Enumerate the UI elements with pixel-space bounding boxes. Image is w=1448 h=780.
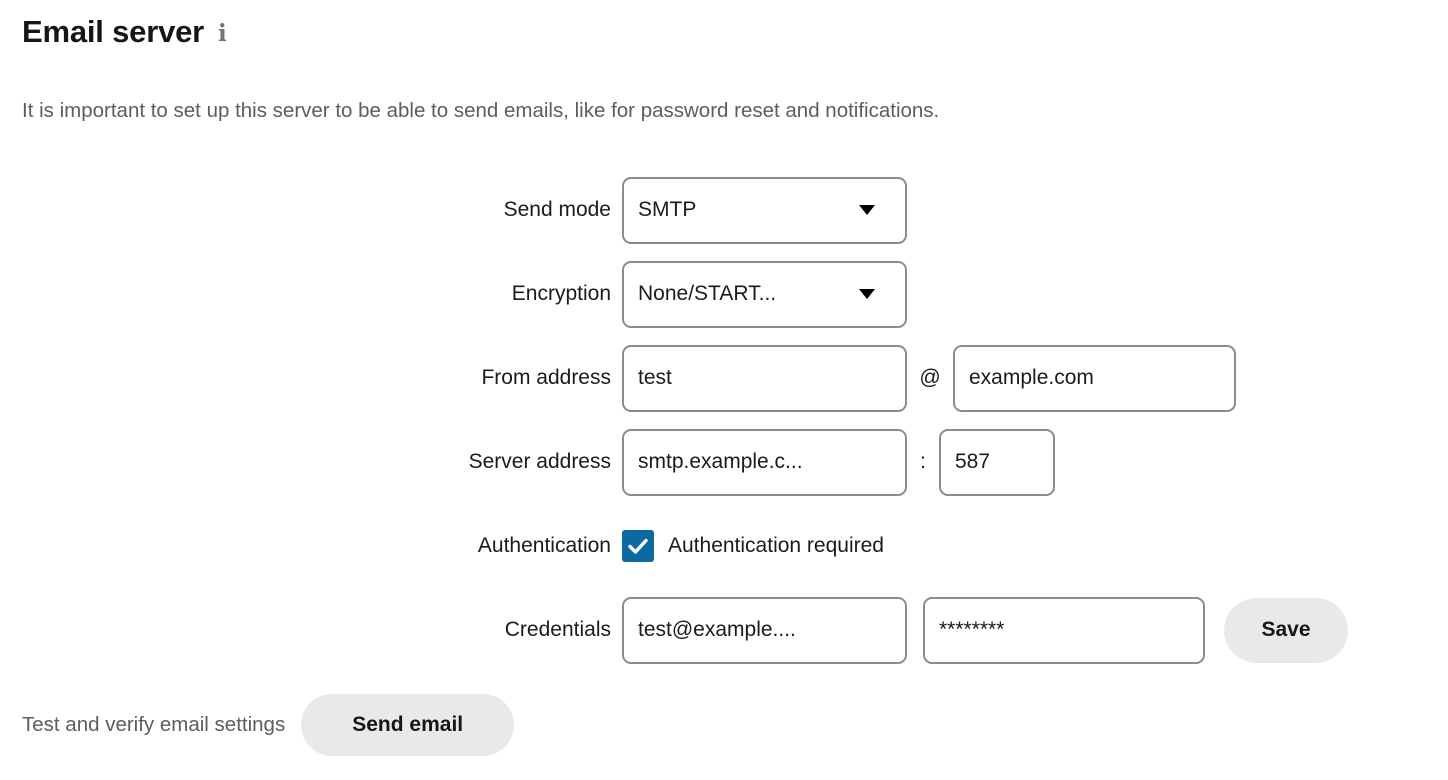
send-mode-value: SMTP — [638, 198, 697, 221]
form-row-send-mode: Send mode SMTP — [0, 168, 1448, 252]
label-from-address: From address — [481, 366, 611, 389]
save-button[interactable]: Save — [1224, 597, 1348, 663]
credentials-password-input[interactable]: ******** — [923, 596, 1205, 664]
encryption-select[interactable]: None/START... — [622, 260, 907, 328]
authentication-checkbox-label: Authentication required — [668, 534, 884, 557]
send-email-button[interactable]: Send email — [301, 694, 515, 756]
label-encryption: Encryption — [511, 282, 611, 305]
from-address-domain-input[interactable]: example.com — [953, 344, 1236, 412]
page-title: Email server — [22, 14, 205, 49]
credentials-username-input[interactable]: test@example.... — [622, 596, 907, 664]
label-send-mode: Send mode — [503, 198, 611, 221]
form-row-server-address: Server address smtp.example.c... : 587 — [0, 420, 1448, 504]
encryption-value: None/START... — [638, 282, 777, 305]
form-row-credentials: Credentials test@example.... ******** Sa… — [0, 588, 1448, 672]
info-icon[interactable]: i — [218, 20, 227, 47]
label-credentials: Credentials — [504, 618, 611, 641]
label-server-address: Server address — [468, 450, 611, 473]
colon-symbol: : — [920, 450, 926, 473]
label-authentication: Authentication — [477, 534, 611, 557]
server-port-input[interactable]: 587 — [939, 428, 1055, 496]
test-email-row: Test and verify email settings Send emai… — [22, 694, 515, 756]
form-row-authentication: Authentication Authentication required — [0, 504, 1448, 588]
test-email-label: Test and verify email settings — [22, 713, 286, 736]
check-icon — [628, 538, 648, 554]
authentication-checkbox-group[interactable]: Authentication required — [622, 530, 884, 562]
email-server-form: Send mode SMTP Encryption None/START... … — [0, 168, 1448, 672]
chevron-down-icon — [859, 289, 875, 299]
authentication-checkbox[interactable] — [622, 530, 654, 562]
form-row-encryption: Encryption None/START... — [0, 252, 1448, 336]
from-address-local-input[interactable]: test — [622, 344, 907, 412]
form-row-from-address: From address test @ example.com — [0, 336, 1448, 420]
page-header: Email server i — [22, 16, 227, 47]
page-description: It is important to set up this server to… — [22, 99, 940, 122]
send-mode-select[interactable]: SMTP — [622, 176, 907, 244]
server-host-input[interactable]: smtp.example.c... — [622, 428, 907, 496]
chevron-down-icon — [859, 205, 875, 215]
at-symbol: @ — [919, 366, 941, 389]
